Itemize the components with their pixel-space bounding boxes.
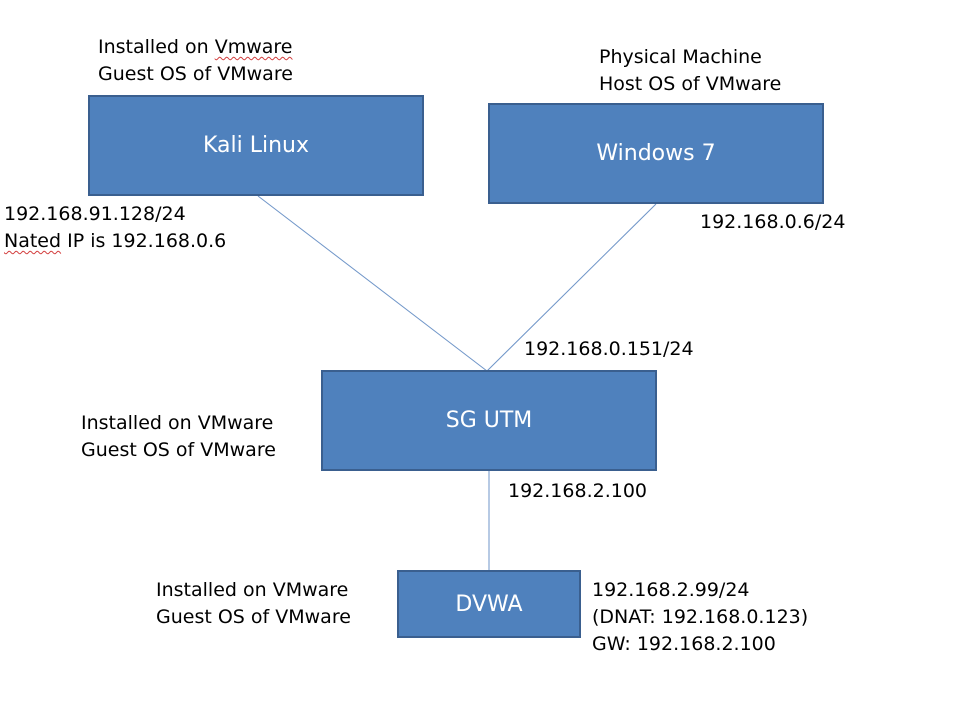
kali-note-line1-pre: Installed on	[98, 36, 215, 58]
kali-note-vmware-word: Vmware	[214, 36, 293, 58]
node-dvwa-label: DVWA	[455, 591, 523, 617]
utm-note-line2: Guest OS of VMware	[81, 439, 276, 461]
utm-ip-bottom-label: 192.168.2.100	[508, 478, 647, 505]
node-sg-utm-label: SG UTM	[445, 408, 533, 433]
dvwa-ip-line2: (DNAT: 192.168.0.123)	[592, 606, 809, 628]
dvwa-ip-label: 192.168.2.99/24 (DNAT: 192.168.0.123) GW…	[592, 577, 808, 658]
dvwa-ip-line1: 192.168.2.99/24	[592, 579, 750, 601]
dvwa-install-note: Installed on VMware Guest OS of VMware	[156, 577, 351, 631]
node-dvwa: DVWA	[397, 570, 581, 638]
link-kali-utm	[257, 195, 488, 372]
windows-ip-line1: 192.168.0.6/24	[700, 211, 846, 233]
kali-ip-label: 192.168.91.128/24 Nated IP is 192.168.0.…	[4, 201, 226, 255]
kali-ip-line1: 192.168.91.128/24	[4, 203, 186, 225]
kali-ip-line2-post: IP is 192.168.0.6	[61, 230, 227, 252]
windows-note-line2: Host OS of VMware	[599, 73, 782, 95]
link-windows-utm	[486, 203, 657, 372]
utm-ip-top-label: 192.168.0.151/24	[524, 336, 694, 363]
windows-note: Physical Machine Host OS of VMware	[599, 44, 781, 98]
dvwa-note-line2: Guest OS of VMware	[156, 606, 351, 628]
windows-note-line1: Physical Machine	[599, 46, 762, 68]
node-windows-7-label: Windows 7	[596, 141, 716, 166]
dvwa-ip-line3: GW: 192.168.2.100	[592, 633, 776, 655]
utm-install-note: Installed on VMware Guest OS of VMware	[81, 410, 276, 464]
utm-note-line1: Installed on VMware	[81, 412, 274, 434]
utm-ip-top-line1: 192.168.0.151/24	[524, 338, 694, 360]
node-windows-7: Windows 7	[488, 103, 824, 204]
node-kali-linux-label: Kali Linux	[202, 133, 309, 158]
node-kali-linux: Kali Linux	[88, 95, 424, 196]
kali-note-line2: Guest OS of VMware	[98, 63, 293, 85]
utm-ip-bottom-line1: 192.168.2.100	[508, 480, 648, 502]
kali-ip-nated-word: Nated	[4, 230, 62, 252]
dvwa-note-line1: Installed on VMware	[156, 579, 349, 601]
windows-ip-label: 192.168.0.6/24	[700, 209, 845, 236]
kali-install-note: Installed on Vmware Guest OS of VMware	[98, 34, 293, 88]
node-sg-utm: SG UTM	[321, 370, 657, 471]
